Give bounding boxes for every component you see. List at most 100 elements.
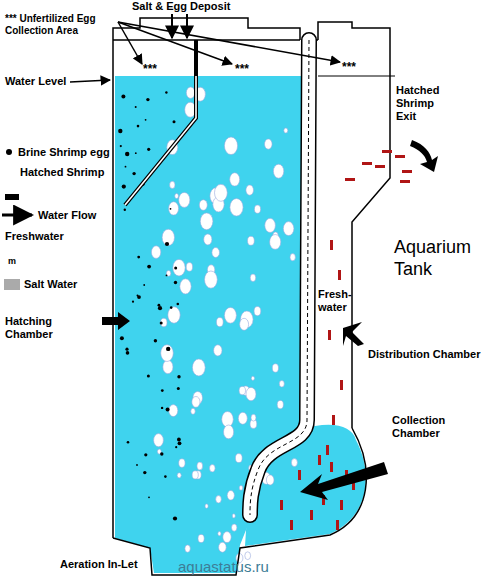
hatched-shrimp — [280, 150, 412, 530]
air-bubble — [205, 504, 208, 508]
egg-dot — [136, 464, 138, 466]
air-bubble — [169, 202, 179, 215]
air-bubble — [272, 364, 278, 372]
shrimp-mark — [395, 155, 405, 158]
egg-dot — [175, 446, 177, 448]
shrimp-mark — [382, 150, 392, 153]
air-bubble — [246, 387, 256, 400]
air-bubble — [216, 496, 222, 503]
air-bubble — [265, 139, 273, 149]
shrimp-mark — [330, 240, 333, 250]
air-bubble — [246, 185, 254, 195]
egg-dot — [170, 306, 173, 309]
air-bubble — [210, 465, 216, 472]
egg-dot — [177, 438, 181, 442]
part-label: Collection Chamber — [392, 414, 472, 440]
shrimp-mark — [340, 500, 343, 510]
air-bubble — [154, 434, 164, 447]
air-bubble — [227, 491, 234, 501]
egg-dot — [124, 209, 126, 211]
stray-label: m — [8, 256, 16, 267]
shrimp-mark — [326, 445, 329, 455]
air-bubble — [199, 200, 207, 211]
air-bubble — [162, 229, 174, 245]
air-bubble — [191, 408, 195, 414]
air-bubble — [192, 397, 200, 408]
air-bubble — [161, 318, 167, 327]
egg-dot — [158, 306, 162, 310]
egg-dot — [177, 303, 180, 306]
egg-dot — [178, 441, 182, 445]
egg-dot — [164, 475, 167, 478]
egg-dot — [154, 339, 157, 342]
shrimp-mark — [332, 415, 335, 425]
egg-dot — [144, 453, 147, 456]
air-bubble — [197, 462, 203, 470]
egg-dot — [135, 106, 137, 108]
legend-text: Salt Water — [24, 278, 77, 291]
air-bubble — [163, 360, 173, 374]
egg-dot — [173, 120, 176, 123]
air-bubble — [224, 307, 236, 323]
housing-outline — [113, 18, 395, 575]
egg-dot — [174, 267, 177, 270]
air-bubble — [232, 514, 235, 518]
egg-dot — [147, 265, 151, 269]
air-bubble — [192, 471, 198, 479]
baffle — [125, 40, 196, 205]
shrimp-mark — [345, 178, 355, 181]
air-bubble — [230, 173, 240, 186]
egg-dot — [165, 242, 169, 246]
air-bubble — [238, 412, 247, 424]
egg-dot — [166, 408, 170, 412]
egg-dot — [137, 295, 141, 299]
part-label: Water Level — [5, 75, 66, 88]
air-bubble — [224, 137, 237, 155]
shrimp-mark — [310, 510, 313, 520]
marker-label: *** — [143, 62, 157, 76]
air-bubble — [254, 205, 260, 213]
air-bubble — [168, 307, 180, 323]
air-bubble — [180, 279, 191, 294]
egg-dot — [165, 91, 167, 93]
legend-text: Brine Shrimp egg — [18, 146, 110, 159]
shrimp-mark — [340, 380, 343, 390]
air-bubble — [175, 193, 179, 198]
egg-dot — [127, 441, 130, 444]
egg-dot — [170, 208, 172, 210]
shrimp-mark — [290, 520, 293, 530]
egg-dot — [132, 172, 135, 175]
flow-arrows — [70, 14, 438, 500]
air-bubble — [265, 218, 276, 232]
shrimp-mark — [338, 270, 341, 280]
legend-text: Hatched Shrimp — [20, 166, 104, 179]
egg-dot — [174, 281, 177, 284]
egg-dot — [126, 351, 130, 355]
air-bubble — [151, 246, 160, 259]
egg-dot — [120, 336, 124, 340]
air-bubble — [222, 412, 234, 428]
air-bubble — [290, 254, 295, 261]
air-bubble — [270, 235, 281, 250]
air-bubble — [186, 87, 195, 98]
tube-centre-line — [250, 40, 309, 515]
shrimp-mark — [298, 470, 301, 480]
watermark: aquastatus.ru — [178, 558, 269, 576]
air-bubble — [179, 192, 190, 207]
air-bubble — [273, 164, 283, 178]
egg-dot — [177, 375, 180, 378]
egg-dot — [132, 301, 134, 303]
egg-dot — [147, 375, 150, 378]
air-bubble — [192, 359, 205, 376]
air-bubble — [279, 381, 284, 388]
shrimp-mark — [402, 170, 412, 173]
legend-text: Freshwater — [5, 230, 64, 243]
egg-dot — [125, 152, 129, 156]
part-label: Salt & Egg Deposit — [132, 0, 230, 13]
air-bubble — [277, 400, 283, 408]
air-bubble — [166, 270, 170, 276]
air-bubble — [198, 534, 204, 542]
egg-dot — [160, 452, 163, 455]
egg-dot — [137, 295, 139, 297]
